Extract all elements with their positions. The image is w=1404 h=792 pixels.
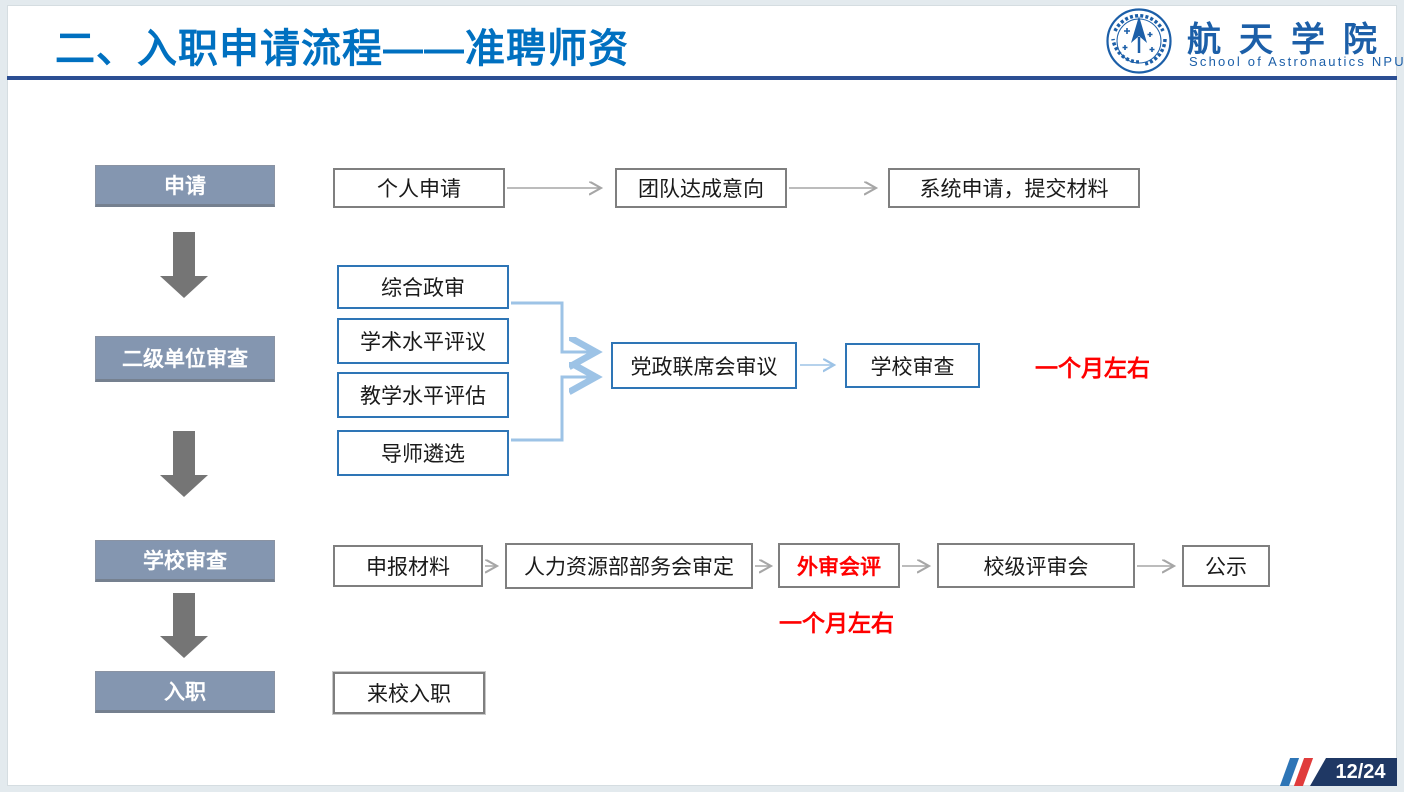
step-public-notice: 公示 xyxy=(1182,545,1270,587)
school-logo: 航天学院 School of Astronautics NPU xyxy=(1105,6,1404,74)
duration-note-row3: 一个月左右 xyxy=(779,610,894,636)
slide-canvas xyxy=(7,5,1397,786)
step-personal-application: 个人申请 xyxy=(333,168,505,208)
title-underline xyxy=(7,76,1397,80)
school-name-cn: 航天学院 xyxy=(1187,22,1395,59)
page-title: 二、入职申请流程——准聘师资 xyxy=(55,27,629,71)
stage-onboard: 入职 xyxy=(95,671,275,713)
school-emblem-icon xyxy=(1106,8,1172,74)
page-number: 12/24 xyxy=(1335,760,1386,783)
step-declare-materials: 申报材料 xyxy=(333,545,483,587)
step-political-review: 综合政审 xyxy=(337,265,509,309)
step-mentor-selection: 导师遴选 xyxy=(337,430,509,476)
stage-apply: 申请 xyxy=(95,165,275,207)
step-teaching-assessment: 教学水平评估 xyxy=(337,372,509,418)
step-come-onboard: 来校入职 xyxy=(333,672,485,714)
step-system-submit: 系统申请，提交材料 xyxy=(888,168,1140,208)
step-team-agreement: 团队达成意向 xyxy=(615,168,787,208)
stage-unit-review: 二级单位审查 xyxy=(95,336,275,382)
step-school-check: 学校审查 xyxy=(845,343,980,388)
step-joint-meeting: 党政联席会审议 xyxy=(611,342,797,389)
step-university-committee: 校级评审会 xyxy=(937,543,1135,588)
school-name-en: School of Astronautics NPU xyxy=(1189,54,1404,69)
stage-school-review: 学校审查 xyxy=(95,540,275,582)
step-hr-meeting: 人力资源部部务会审定 xyxy=(505,543,753,589)
page-number-badge: 12/24 xyxy=(1310,758,1397,786)
step-academic-evaluation: 学术水平评议 xyxy=(337,318,509,364)
duration-note-row2: 一个月左右 xyxy=(1035,355,1150,381)
step-external-review: 外审会评 xyxy=(778,543,900,588)
